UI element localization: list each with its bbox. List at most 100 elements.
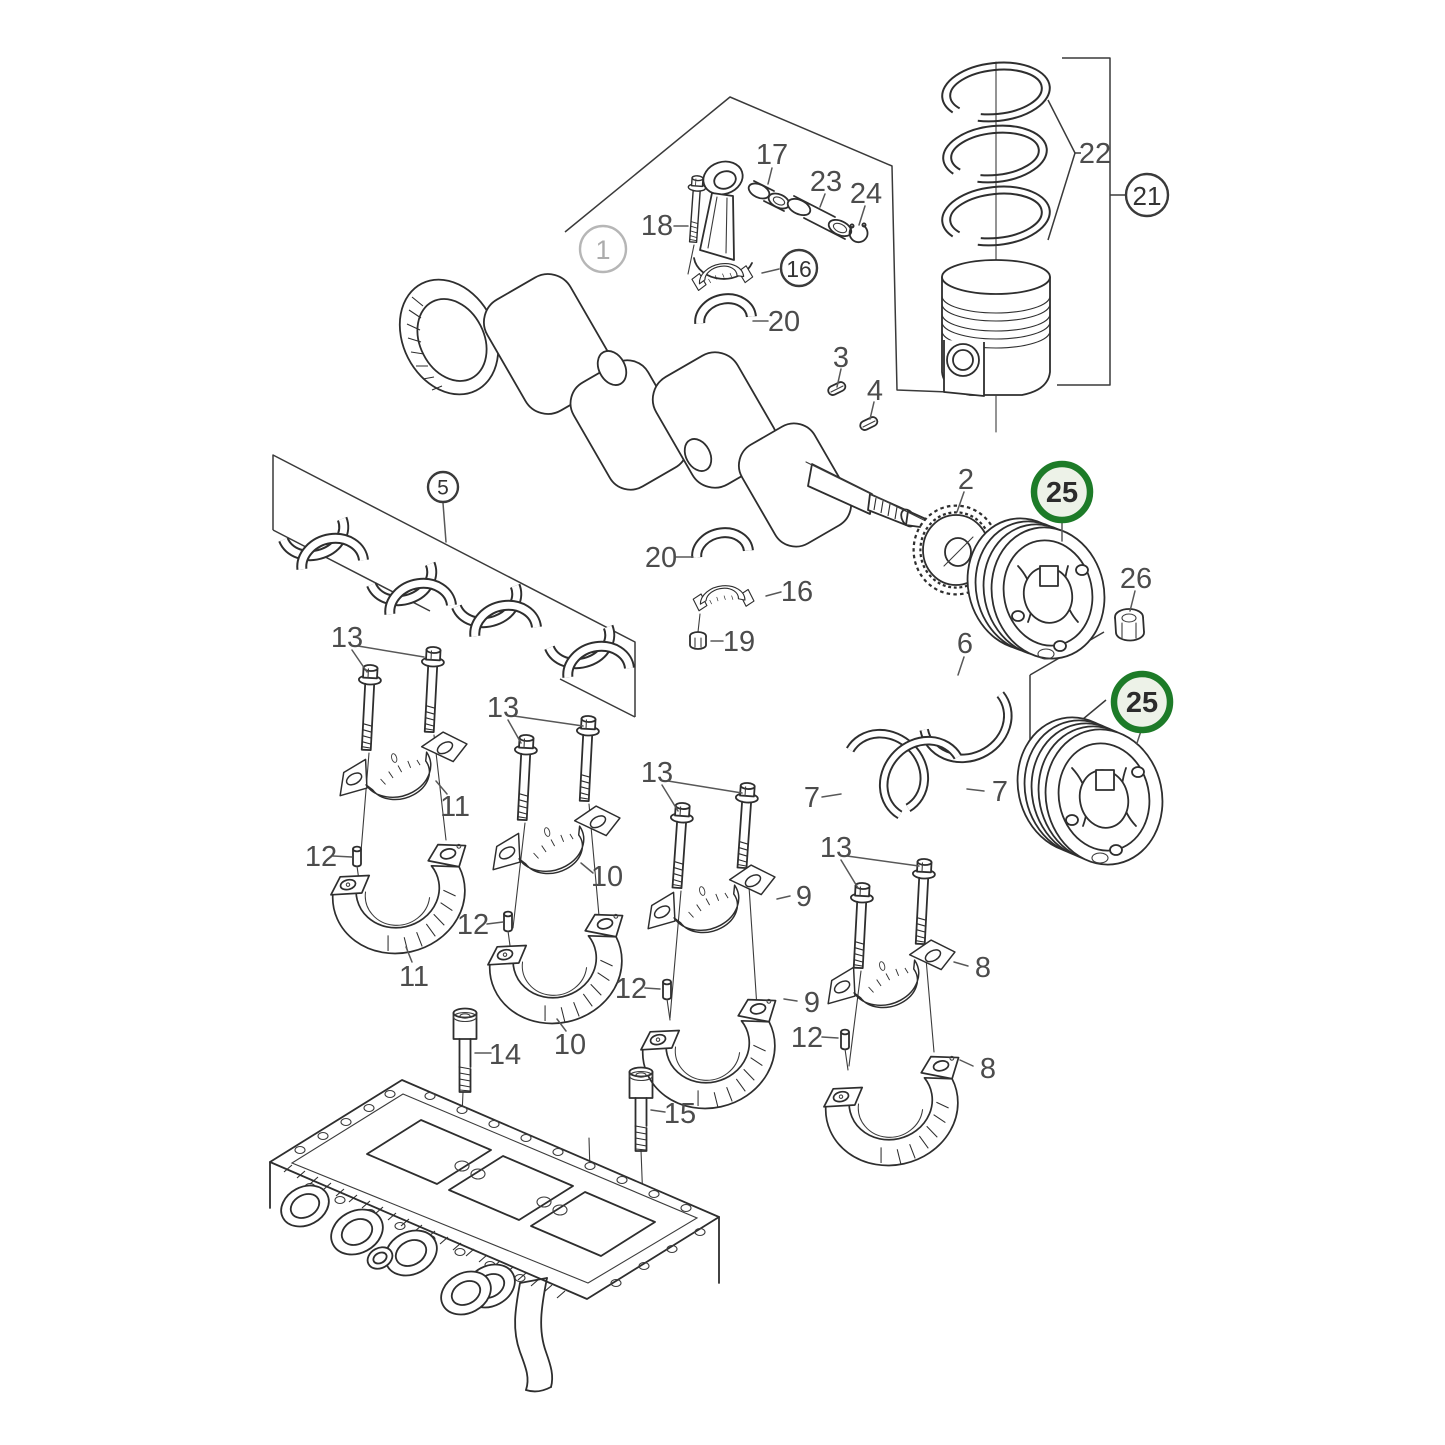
callout-24: 24 xyxy=(850,178,882,210)
svg-text:26: 26 xyxy=(1120,563,1152,595)
svg-text:20: 20 xyxy=(645,542,677,574)
callout-17: 17 xyxy=(756,139,788,171)
svg-text:17: 17 xyxy=(756,139,788,171)
rod-cap-mid xyxy=(689,580,756,650)
svg-text:13: 13 xyxy=(641,757,673,789)
rod-nut-19 xyxy=(689,631,707,650)
callout-7: 7 xyxy=(992,776,1008,808)
svg-text:6: 6 xyxy=(957,628,973,660)
oil-pan-gasket xyxy=(269,1079,720,1393)
callout-25-circled: 25 xyxy=(1030,460,1094,524)
callout-25-circled: 25 xyxy=(1110,670,1174,734)
callout-9: 9 xyxy=(796,881,812,913)
callout-6: 6 xyxy=(957,628,973,660)
callout-23: 23 xyxy=(810,166,842,198)
oil-pan-bolt-15 xyxy=(628,1066,654,1152)
svg-text:12: 12 xyxy=(791,1022,823,1054)
callout-26: 26 xyxy=(1120,563,1152,595)
front-seal-rings xyxy=(280,1184,516,1316)
bearing-cap-assembly-3 xyxy=(634,781,799,1124)
rod-bearing-shell-upper xyxy=(694,293,757,324)
svg-text:5: 5 xyxy=(437,477,449,500)
svg-text:24: 24 xyxy=(850,178,882,210)
svg-text:8: 8 xyxy=(980,1053,996,1085)
crank-pulley-nut-26 xyxy=(1114,608,1145,642)
svg-text:10: 10 xyxy=(554,1029,586,1061)
callout-11: 11 xyxy=(399,961,429,993)
rod-bearing-shell-mid xyxy=(691,527,754,558)
callout-8: 8 xyxy=(975,952,991,984)
callout-7: 7 xyxy=(804,782,820,814)
crankshaft xyxy=(398,273,939,548)
leader-lines xyxy=(332,167,1142,1113)
svg-text:9: 9 xyxy=(796,881,812,913)
main-bearing-shell-set xyxy=(282,519,630,683)
svg-text:4: 4 xyxy=(867,375,883,407)
piston-pin-bushing-17 xyxy=(747,180,791,212)
callout-12: 12 xyxy=(791,1022,823,1054)
callout-20: 20 xyxy=(768,306,800,338)
callout-13: 13 xyxy=(820,832,852,864)
callout-13: 13 xyxy=(641,757,673,789)
svg-text:22: 22 xyxy=(1079,138,1111,170)
piston xyxy=(941,259,1051,433)
svg-text:13: 13 xyxy=(487,692,519,724)
svg-text:16: 16 xyxy=(786,256,812,282)
connecting-rod-assembly xyxy=(683,160,869,324)
callout-21-circled: 21 xyxy=(1124,172,1170,218)
svg-text:13: 13 xyxy=(820,832,852,864)
callout-3: 3 xyxy=(833,342,849,374)
callout-1-circled: 1 xyxy=(578,224,628,274)
callout-10: 10 xyxy=(554,1029,586,1061)
svg-text:13: 13 xyxy=(331,622,363,654)
oil-pan-bolt-14 xyxy=(452,1007,478,1093)
woodruff-key-3 xyxy=(827,381,847,396)
bearing-cap-assembly-4 xyxy=(817,857,982,1181)
svg-text:10: 10 xyxy=(591,861,623,893)
svg-text:8: 8 xyxy=(975,952,991,984)
callout-10: 10 xyxy=(591,861,623,893)
callout-4: 4 xyxy=(867,375,883,407)
callout-14: 14 xyxy=(489,1039,521,1071)
callout-11: 11 xyxy=(440,791,470,823)
callout-16: 16 xyxy=(781,576,813,608)
svg-text:16: 16 xyxy=(781,576,813,608)
svg-text:9: 9 xyxy=(804,987,820,1019)
svg-text:11: 11 xyxy=(399,961,429,993)
diagram-line-art xyxy=(269,57,1164,1393)
callout-19: 19 xyxy=(723,626,755,658)
callout-5-circled: 5 xyxy=(426,470,460,504)
callout-13: 13 xyxy=(487,692,519,724)
callout-22: 22 xyxy=(1079,138,1111,170)
svg-text:7: 7 xyxy=(992,776,1008,808)
svg-text:7: 7 xyxy=(804,782,820,814)
svg-text:21: 21 xyxy=(1133,181,1162,211)
woodruff-key-4 xyxy=(859,416,879,431)
svg-text:12: 12 xyxy=(457,909,489,941)
crank-pulley-ribbed xyxy=(1016,716,1164,866)
circlip-24 xyxy=(848,222,869,244)
svg-text:12: 12 xyxy=(615,973,647,1005)
svg-text:20: 20 xyxy=(768,306,800,338)
callout-20: 20 xyxy=(645,542,677,574)
callout-2: 2 xyxy=(958,464,974,496)
svg-text:1: 1 xyxy=(595,235,610,265)
callout-12: 12 xyxy=(305,841,337,873)
svg-text:18: 18 xyxy=(641,210,673,242)
callout-18: 18 xyxy=(641,210,673,242)
callout-12: 12 xyxy=(615,973,647,1005)
thrust-washers xyxy=(846,691,1013,819)
svg-text:3: 3 xyxy=(833,342,849,374)
callout-13: 13 xyxy=(331,622,363,654)
piston-pin-23 xyxy=(786,195,853,240)
callout-12: 12 xyxy=(457,909,489,941)
svg-text:25: 25 xyxy=(1126,687,1158,719)
svg-text:15: 15 xyxy=(664,1098,696,1130)
callout-16-circled: 16 xyxy=(779,248,819,288)
svg-text:12: 12 xyxy=(305,841,337,873)
bearing-cap-assembly-2 xyxy=(481,714,646,1039)
svg-text:14: 14 xyxy=(489,1039,521,1071)
